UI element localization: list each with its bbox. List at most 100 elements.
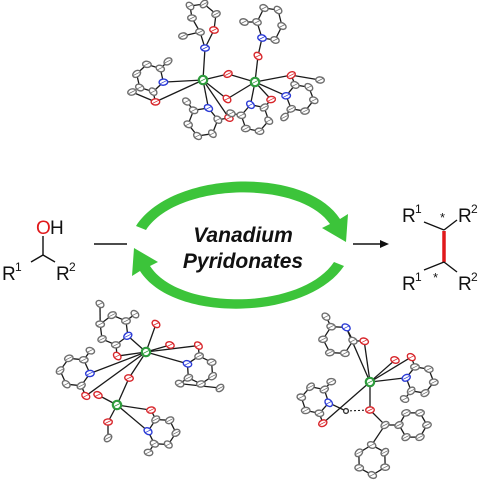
ellipsoid-principal-axis <box>423 423 431 427</box>
ellipsoid-principal-axis <box>349 338 357 343</box>
ellipsoid-principal-axis <box>251 80 259 84</box>
ellipsoid-principal-axis <box>288 73 295 77</box>
ellipsoid-principal-axis <box>124 334 131 338</box>
ellipsoid-principal-axis <box>97 322 104 326</box>
ellipsoid-principal-axis <box>305 85 312 89</box>
ellipsoid-principal-axis <box>196 30 204 34</box>
ellipsoid-principal-axis <box>214 117 221 122</box>
ellipsoid-principal-axis <box>411 365 419 369</box>
ellipsoid-principal-axis <box>199 78 207 82</box>
ellipsoid-principal-axis <box>281 115 288 119</box>
bond <box>369 359 396 383</box>
ellipsoid-principal-axis <box>152 322 160 326</box>
product-bottom-r2: R <box>458 274 472 295</box>
ellipsoid-principal-axis <box>166 343 174 347</box>
ellipsoid-principal-axis <box>96 302 104 306</box>
reactant-r1-sup: 1 <box>15 260 22 274</box>
ellipsoid-principal-axis <box>256 129 263 134</box>
ellipsoid-principal-axis <box>136 85 143 90</box>
catalyst-label-line1: Vanadium <box>193 224 293 247</box>
bond <box>85 351 147 397</box>
ellipsoid-principal-axis <box>298 395 305 400</box>
ellipsoid-principal-axis <box>319 337 327 342</box>
ellipsoid-principal-axis <box>355 450 362 455</box>
ellipsoid-principal-axis <box>194 134 201 138</box>
stereo-mark-top: * <box>440 210 445 225</box>
ellipsoid-principal-axis <box>430 380 437 385</box>
product-bottom-r2-sup: 2 <box>471 270 478 284</box>
ellipsoid-principal-axis <box>143 62 151 67</box>
catalyst-label-line2: Pyridonates <box>183 250 303 273</box>
ellipsoid-principal-axis <box>183 99 190 104</box>
crystal-structure-top <box>127 0 325 141</box>
cycle-arrow-top <box>136 181 348 242</box>
ellipsoid-principal-axis <box>258 36 266 40</box>
ellipsoid-principal-axis <box>142 350 150 354</box>
ellipsoid-principal-axis <box>209 131 216 136</box>
ellipsoid-principal-axis <box>56 368 64 373</box>
ellipsoid-principal-axis <box>108 313 116 317</box>
ellipsoid-principal-axis <box>322 314 330 319</box>
ellipsoid-principal-axis <box>274 8 282 12</box>
reactant-alcohol: O H R 1 R 2 <box>2 218 76 285</box>
ellipsoid-principal-axis <box>201 46 209 50</box>
ellipsoid-principal-axis <box>319 421 326 426</box>
ellipsoid-principal-axis <box>131 312 139 316</box>
ellipsoid-principal-axis <box>82 394 89 398</box>
stereo-mark-bottom: * <box>433 270 438 285</box>
ellipsoid-principal-axis <box>164 59 172 64</box>
bond <box>363 341 371 383</box>
ellipsoid-principal-axis <box>391 358 399 362</box>
ellipsoid-principal-axis <box>408 355 415 359</box>
ellipsoid-principal-axis <box>197 382 205 386</box>
hydroxyl-oxygen: O <box>36 218 51 239</box>
ellipsoid-principal-axis <box>152 417 159 422</box>
ellipsoid-principal-axis <box>104 420 112 424</box>
ellipsoid-principal-axis <box>166 418 173 423</box>
product-top-r2: R <box>458 206 472 227</box>
output-arrow-head <box>380 240 389 248</box>
ellipsoid-principal-axis <box>325 400 332 405</box>
bond <box>254 74 292 83</box>
ellipsoid-principal-axis <box>416 411 424 415</box>
ellipsoid-principal-axis <box>361 339 368 344</box>
ellipsoid-principal-axis <box>271 38 279 42</box>
cycle-arrow-bottom <box>132 248 344 309</box>
ellipsoid-principal-axis <box>122 319 130 323</box>
reactant-r2-sup: 2 <box>69 260 76 274</box>
ellipsoid-principal-axis <box>113 403 121 407</box>
ellipsoid-principal-axis <box>212 12 220 16</box>
crystal-structure-bottom-right <box>296 312 439 480</box>
ellipsoid-principal-axis <box>421 391 429 395</box>
product-dimer: R 1 R 2 * R 1 * R 2 <box>402 202 478 295</box>
bond <box>345 327 371 383</box>
ellipsoid-principal-axis <box>366 380 374 384</box>
ellipsoid-principal-axis <box>200 2 208 6</box>
ellipsoid-principal-axis <box>291 83 299 87</box>
ellipsoid-principal-axis <box>172 431 180 435</box>
ellipsoid-principal-axis <box>402 435 410 439</box>
ellipsoid-principal-axis <box>114 354 121 358</box>
ellipsoid-principal-axis <box>382 465 389 470</box>
ellipsoid-principal-axis <box>341 351 349 356</box>
ellipsoid-principal-axis <box>208 360 215 365</box>
ellipsoid-principal-axis <box>144 429 152 433</box>
reactant-r2: R <box>56 264 70 285</box>
ellipsoid-principal-axis <box>65 356 72 361</box>
bond <box>163 79 204 83</box>
ellipsoid-principal-axis <box>265 118 272 123</box>
ellipsoid-principal-axis <box>278 24 286 28</box>
ellipsoid-principal-axis <box>80 358 87 362</box>
ellipsoid-principal-axis <box>328 379 335 384</box>
bond <box>155 79 204 103</box>
reactant-r1: R <box>2 264 16 285</box>
ellipsoid-principal-axis <box>342 325 350 330</box>
bond <box>116 404 152 411</box>
ellipsoid-principal-axis <box>381 423 389 427</box>
ellipsoid-principal-axis <box>160 80 167 84</box>
ellipsoid-principal-axis <box>402 411 410 415</box>
ellipsoid-principal-axis <box>369 473 376 477</box>
ellipsoid-principal-axis <box>63 382 70 386</box>
ellipsoid-principal-axis <box>408 389 415 393</box>
